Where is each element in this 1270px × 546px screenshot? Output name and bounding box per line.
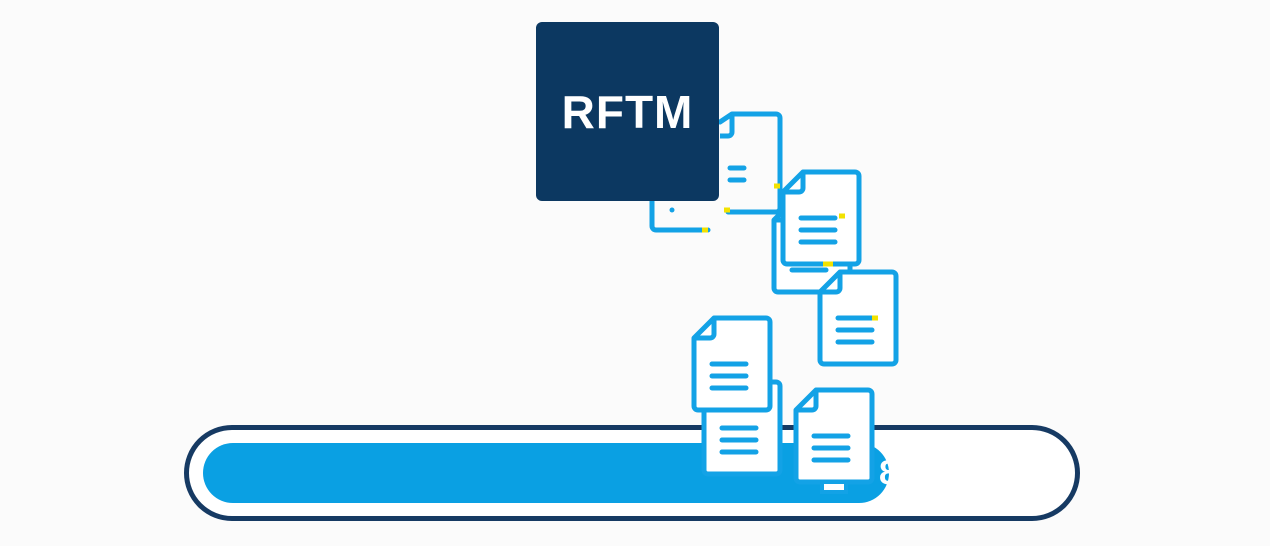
- document-icon: [796, 390, 872, 494]
- document-icon: [783, 172, 859, 267]
- progress-bar: 80%: [184, 425, 1080, 521]
- logo-text: RFTM: [561, 85, 694, 138]
- rftm-logo: RFTM: [536, 22, 719, 201]
- document-icon: [694, 318, 770, 410]
- progress-percent-label: 80%: [879, 454, 949, 492]
- document-icon: [820, 272, 896, 364]
- document-icon: [717, 111, 783, 215]
- document-icon: [649, 157, 711, 233]
